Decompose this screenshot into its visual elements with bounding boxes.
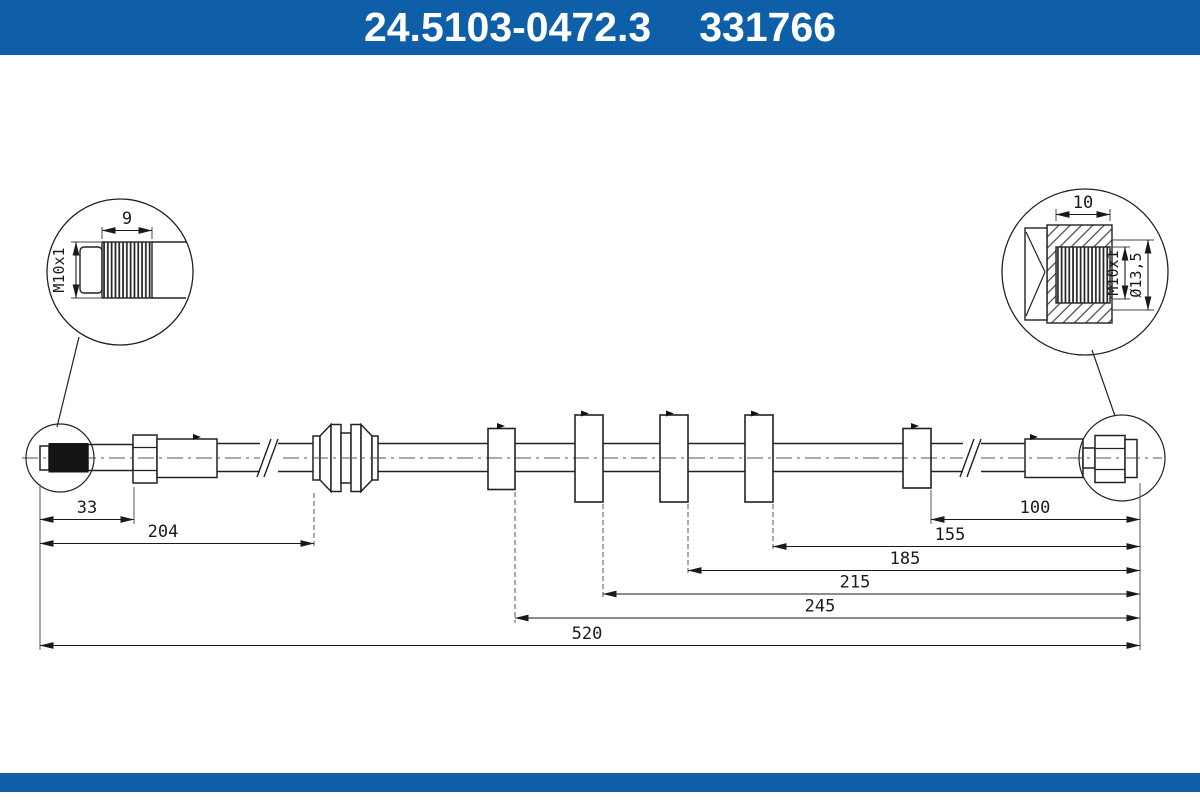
leader-left [56, 336, 80, 428]
dimension-100: 100 [930, 498, 1141, 523]
mounting-clips [487, 414, 932, 503]
detail-right-thread-label: M10x1 [1104, 250, 1122, 295]
detail-view-left: 9 M10x1 [46, 198, 194, 346]
dim-245-label: 245 [805, 597, 836, 617]
dim-520-label: 520 [572, 624, 603, 644]
detail-reference-circles [25, 336, 1166, 502]
dimension-155: 155 [772, 525, 1141, 550]
dim-33-label: 33 [77, 498, 97, 518]
title-bar: 24.5103-0472.3 331766 [0, 0, 1200, 55]
dimension-520: 520 [39, 624, 1141, 649]
footer-bar [0, 773, 1200, 792]
detail-left-thread-label: M10x1 [50, 247, 68, 292]
reference-number: 331766 [699, 4, 837, 50]
dim-204-label: 204 [148, 522, 179, 542]
part-number: 24.5103-0472.3 [363, 4, 652, 50]
detail-view-right: 10 M10x1 Ø13,5 [1001, 188, 1169, 356]
orientation-marks [193, 410, 1038, 440]
dimension-204: 204 [39, 522, 315, 547]
dim-185-label: 185 [890, 549, 921, 569]
leader-right [1091, 349, 1116, 417]
detail-right-length-label: 10 [1073, 193, 1093, 213]
dimension-245: 245 [514, 597, 1141, 622]
left-thread [48, 443, 1125, 473]
break-symbols [256, 438, 982, 478]
dimension-215: 215 [602, 573, 1141, 598]
dim-155-label: 155 [935, 525, 966, 545]
dimension-33: 33 [39, 498, 135, 523]
dim-100-label: 100 [1020, 498, 1051, 518]
detail-right-diameter-label: Ø13,5 [1127, 252, 1145, 297]
dimension-lines: 33 100 204 155 185 215 245 520 [39, 498, 1141, 649]
hose-tube [217, 442, 1025, 473]
detail-left-length-label: 9 [122, 209, 132, 229]
dim-215-label: 215 [840, 573, 871, 593]
dimension-185: 185 [687, 549, 1141, 574]
